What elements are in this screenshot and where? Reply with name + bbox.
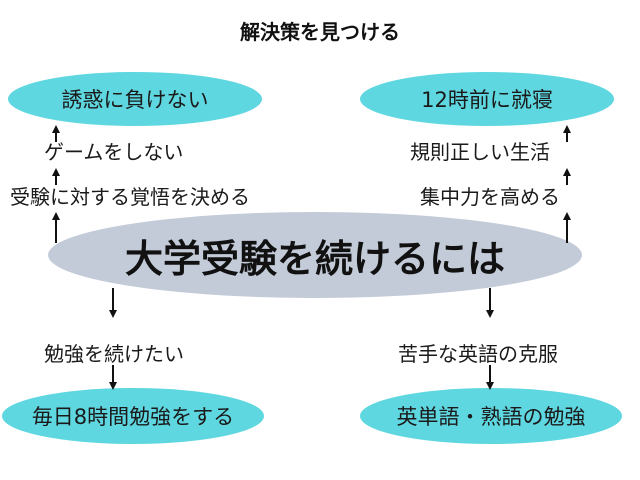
step-right-up-2: 規則正しい生活	[410, 140, 550, 164]
step-left-down-1: 勉強を続けたい	[44, 342, 184, 366]
diagram-title: 解決策を見つける	[240, 20, 400, 44]
goal-oval-left-top: 誘惑に負けない	[8, 72, 262, 126]
step-left-up-2: ゲームをしない	[44, 140, 184, 164]
goal-oval-left-bottom: 毎日8時間勉強をする	[2, 388, 264, 444]
step-right-up-1: 集中力を高める	[420, 185, 560, 209]
step-left-up-1: 受験に対する覚悟を決める	[10, 185, 250, 209]
step-right-down-1: 苦手な英語の克服	[398, 342, 558, 366]
goal-oval-right-bottom: 英単語・熟語の勉強	[360, 388, 622, 444]
goal-oval-right-top: 12時前に就寝	[360, 72, 614, 126]
center-oval: 大学受験を続けるには	[48, 212, 582, 298]
